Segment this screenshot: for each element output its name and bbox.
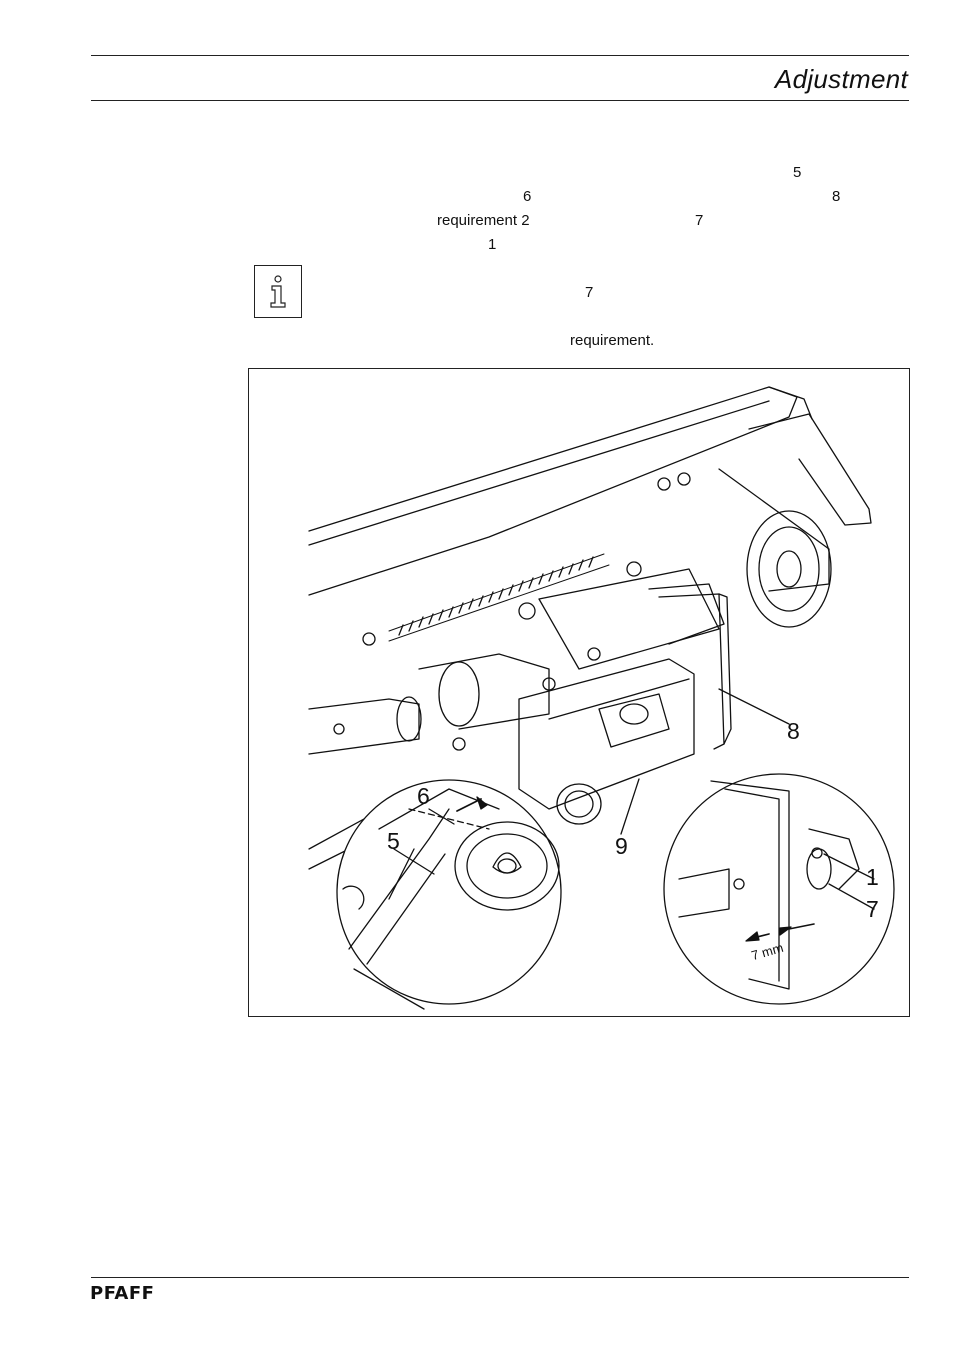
callout-8: 8 — [787, 718, 800, 744]
adjustment-figure: 6 5 9 8 1 7 7 mm — [248, 368, 910, 1017]
pfaff-logo: PFAFF — [90, 1283, 155, 1304]
page-title: Adjustment — [774, 64, 908, 94]
callout-6: 6 — [417, 783, 430, 809]
ref-number-8: 8 — [832, 188, 841, 205]
header-rule-bottom — [91, 100, 909, 101]
information-icon — [254, 265, 302, 318]
ref-number-6: 6 — [523, 188, 532, 205]
callout-7: 7 — [866, 896, 879, 922]
note-requirement-text: requirement. — [570, 332, 655, 349]
machine-drawing — [308, 386, 895, 1010]
callout-5: 5 — [387, 828, 400, 854]
requirement-text: requirement 2 — [437, 212, 530, 229]
ref-number-1: 1 — [488, 236, 497, 253]
header-rule-top — [91, 55, 909, 56]
footer-rule — [91, 1277, 909, 1278]
ref-number-7: 7 — [695, 212, 704, 229]
note-ref-number-7: 7 — [585, 284, 594, 301]
callout-1: 1 — [866, 864, 879, 890]
callout-9: 9 — [615, 833, 628, 859]
ref-number-5: 5 — [793, 164, 802, 181]
